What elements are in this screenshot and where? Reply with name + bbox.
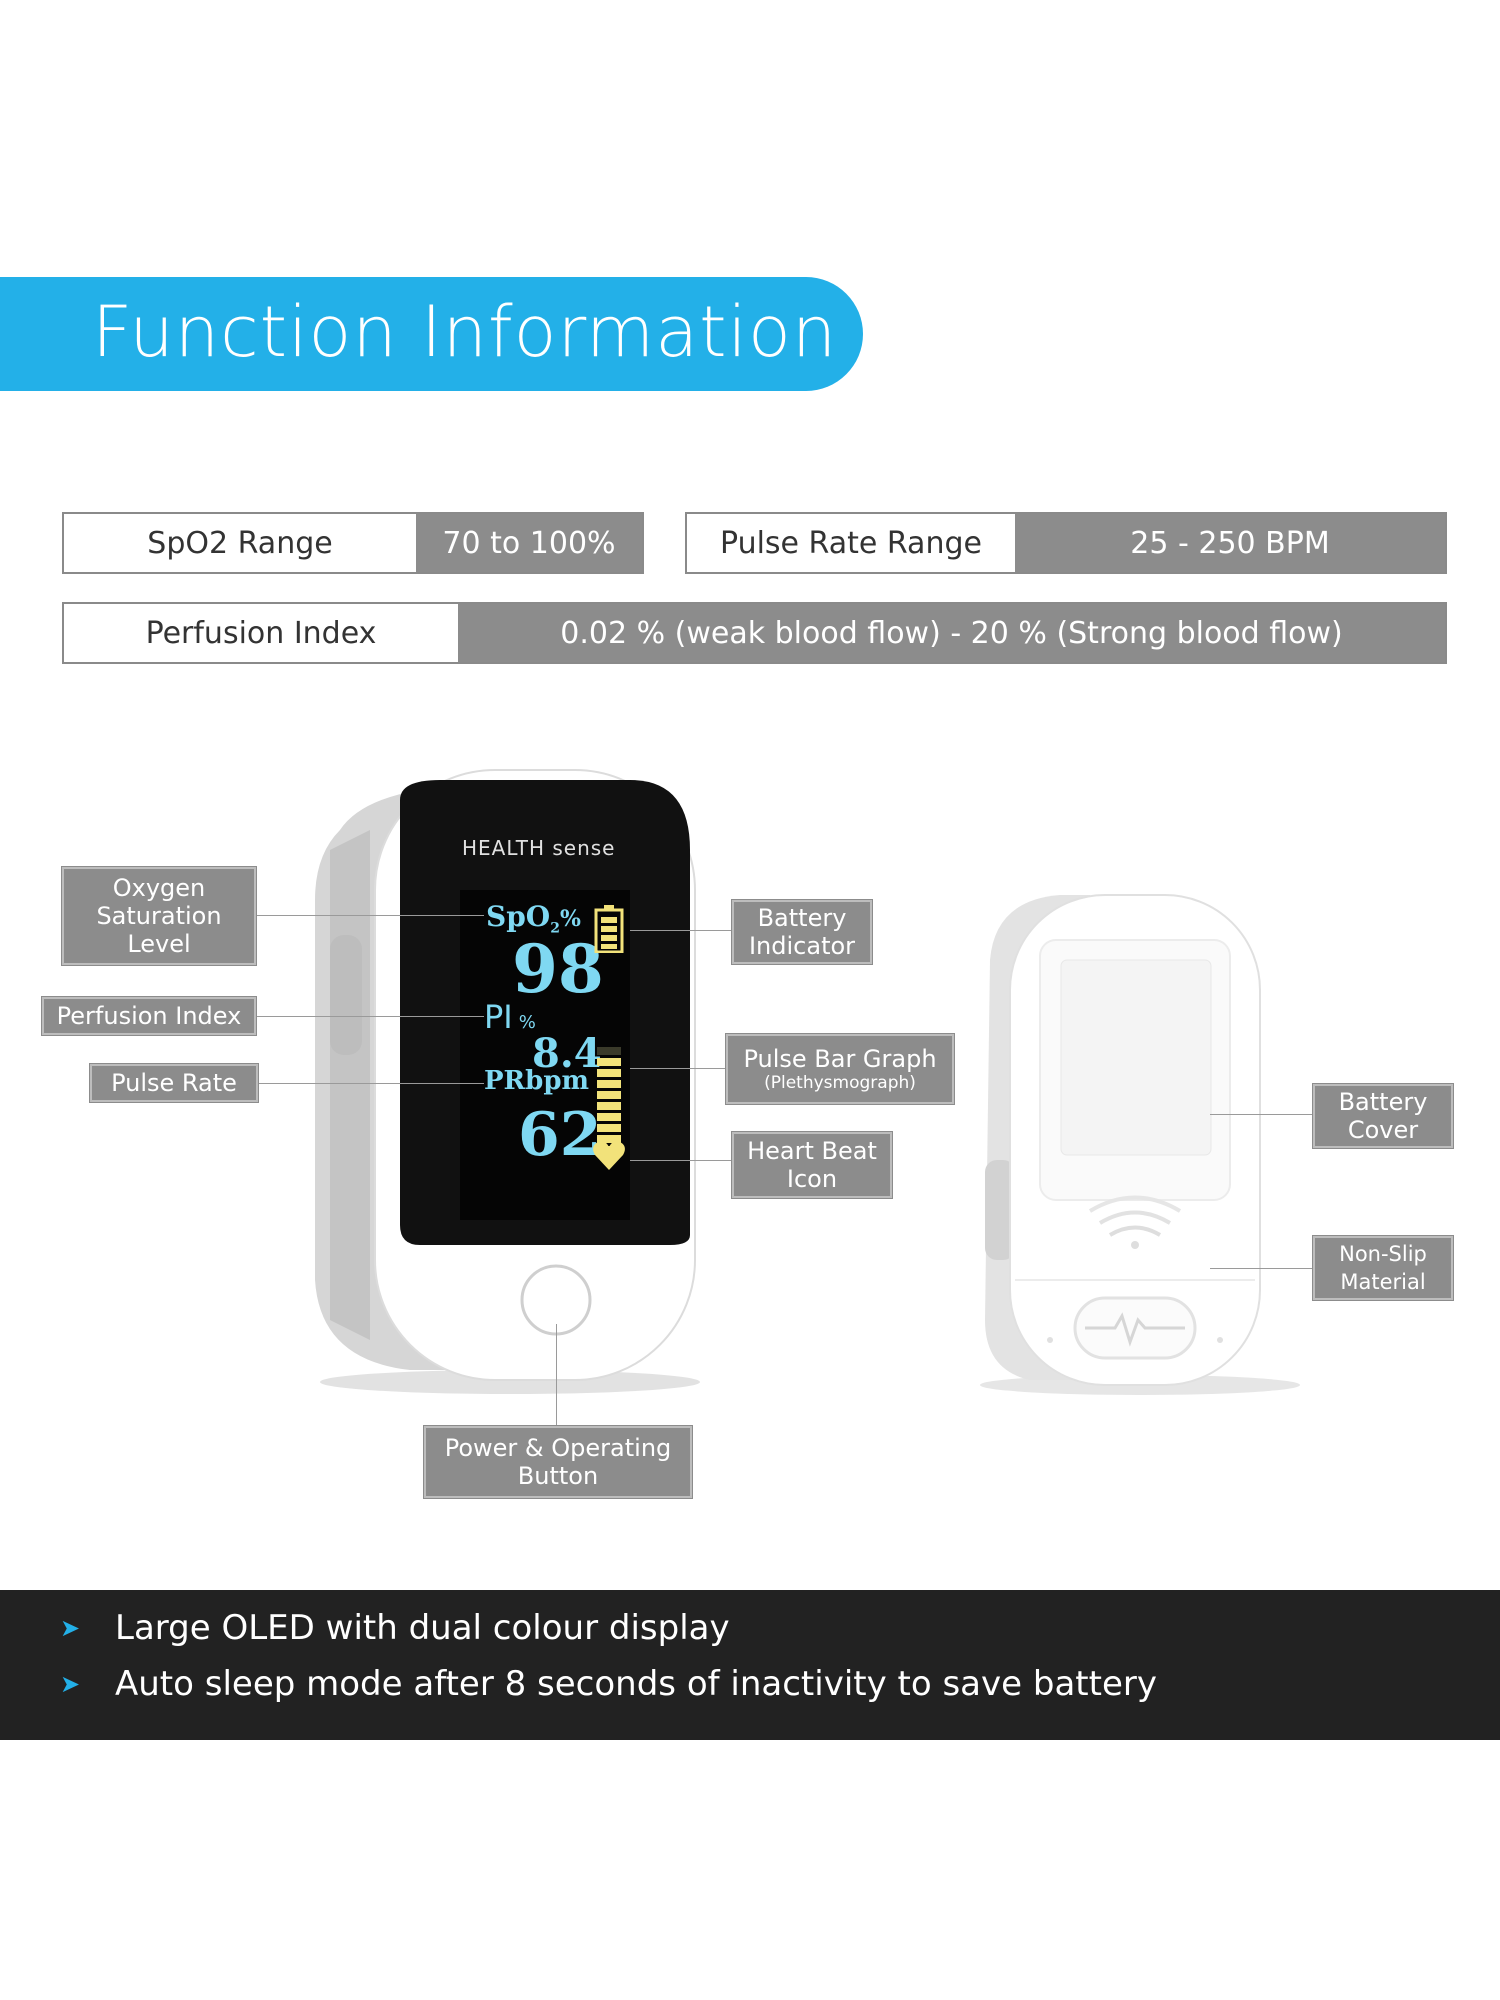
header-banner: Function Information xyxy=(0,277,863,391)
pulse-bar-segment xyxy=(597,1091,621,1099)
spec-row-spo2: SpO2 Range 70 to 100% xyxy=(62,512,644,574)
spo2-unit: % xyxy=(559,906,581,932)
callout-subtext: (Plethysmograph) xyxy=(764,1073,916,1093)
callout-text: Heart Beat xyxy=(747,1137,877,1165)
battery-indicator-icon xyxy=(594,905,624,953)
callout-text: Non-Slip xyxy=(1339,1242,1427,1266)
feature-text: Auto sleep mode after 8 seconds of inact… xyxy=(115,1664,1157,1704)
page-title: Function Information xyxy=(92,291,838,373)
callout-pulse-rate: Pulse Rate xyxy=(90,1064,258,1102)
oximeter-back-illustration xyxy=(980,894,1300,1395)
callout-text: Power & Operating xyxy=(444,1434,672,1462)
callout-oxygen-saturation: Oxygen Saturation Level xyxy=(62,867,256,965)
pulse-bar-segment xyxy=(597,1058,621,1066)
pulse-bar-graph xyxy=(597,1047,621,1154)
spec-value: 0.02 % (weak blood flow) - 20 % (Strong … xyxy=(458,604,1445,662)
callout-text: Cover xyxy=(1347,1116,1419,1144)
display-pi-label: PI% xyxy=(484,998,536,1036)
spec-label: Pulse Rate Range xyxy=(687,514,1015,572)
callout-text: Material xyxy=(1340,1270,1426,1294)
callout-text: Oxygen xyxy=(112,874,206,902)
callout-line xyxy=(1210,1268,1313,1269)
callout-perfusion-index: Perfusion Index xyxy=(42,997,256,1035)
callout-text: Battery xyxy=(1338,1088,1428,1116)
display-pi-value: 8.4 xyxy=(532,1030,602,1077)
pulse-bar-segment xyxy=(597,1135,621,1143)
spec-value: 25 - 250 BPM xyxy=(1015,514,1445,572)
callout-text: Button xyxy=(517,1462,599,1490)
arrow-right-icon: ➤ xyxy=(60,1614,81,1642)
spec-value: 70 to 100% xyxy=(416,514,642,572)
callout-power-button: Power & Operating Button xyxy=(424,1426,692,1498)
heart-beat-icon xyxy=(593,1141,625,1170)
callout-battery-cover: Battery Cover xyxy=(1313,1084,1453,1148)
callout-text: Pulse Rate xyxy=(111,1069,237,1097)
callout-text: Saturation xyxy=(96,902,222,930)
callout-battery-indicator: Battery Indicator xyxy=(732,900,872,964)
pi-label-text: PI xyxy=(484,998,513,1036)
callout-text: Perfusion Index xyxy=(56,1002,242,1030)
callout-line xyxy=(630,1068,726,1069)
callout-non-slip-material: Non-Slip Material xyxy=(1313,1236,1453,1300)
spec-row-pulse-rate: Pulse Rate Range 25 - 250 BPM xyxy=(685,512,1447,574)
pulse-bar-segment xyxy=(597,1113,621,1121)
spec-row-perfusion-index: Perfusion Index 0.02 % (weak blood flow)… xyxy=(62,602,1447,664)
pulse-bar-segment xyxy=(597,1069,621,1077)
spec-label: Perfusion Index xyxy=(64,604,458,662)
spec-label: SpO2 Range xyxy=(64,514,416,572)
callout-text: Indicator xyxy=(748,932,856,960)
callout-heart-beat-icon: Heart Beat Icon xyxy=(732,1132,892,1198)
callout-line xyxy=(256,1016,484,1017)
callout-pulse-bar-graph: Pulse Bar Graph (Plethysmograph) xyxy=(726,1034,954,1104)
spo2-label-text: SpO xyxy=(486,900,551,933)
arrow-right-icon: ➤ xyxy=(60,1670,81,1698)
pi-unit: % xyxy=(518,1012,536,1033)
display-spo2-value: 98 xyxy=(512,930,604,1008)
callout-line xyxy=(630,930,732,931)
features-bar: ➤ Large OLED with dual colour display ➤ … xyxy=(0,1590,1500,1740)
feature-text: Large OLED with dual colour display xyxy=(115,1608,730,1648)
callout-line xyxy=(1210,1114,1313,1115)
callout-line xyxy=(556,1324,557,1426)
callout-line xyxy=(258,1083,484,1084)
display-spo2-label: SpO2% xyxy=(486,900,581,937)
pulse-bar-segment xyxy=(597,1102,621,1110)
display-pr-value: 62 xyxy=(518,1100,602,1170)
pulse-bar-segment xyxy=(597,1047,621,1055)
callout-line xyxy=(630,1160,732,1161)
display-pr-label: PRbpm xyxy=(484,1066,590,1096)
spo2-label-sub: 2 xyxy=(550,920,560,937)
feature-item: ➤ Large OLED with dual colour display xyxy=(60,1608,730,1648)
feature-item: ➤ Auto sleep mode after 8 seconds of ina… xyxy=(60,1664,1157,1704)
callout-text: Battery xyxy=(757,904,847,932)
brand-logo: HEALTH sense xyxy=(462,836,616,860)
callout-text: Level xyxy=(127,930,191,958)
callout-text: Pulse Bar Graph xyxy=(743,1045,937,1073)
pulse-bar-segment xyxy=(597,1124,621,1132)
pulse-bar-segment xyxy=(597,1080,621,1088)
callout-text: Icon xyxy=(786,1165,838,1193)
callout-line xyxy=(256,915,484,916)
